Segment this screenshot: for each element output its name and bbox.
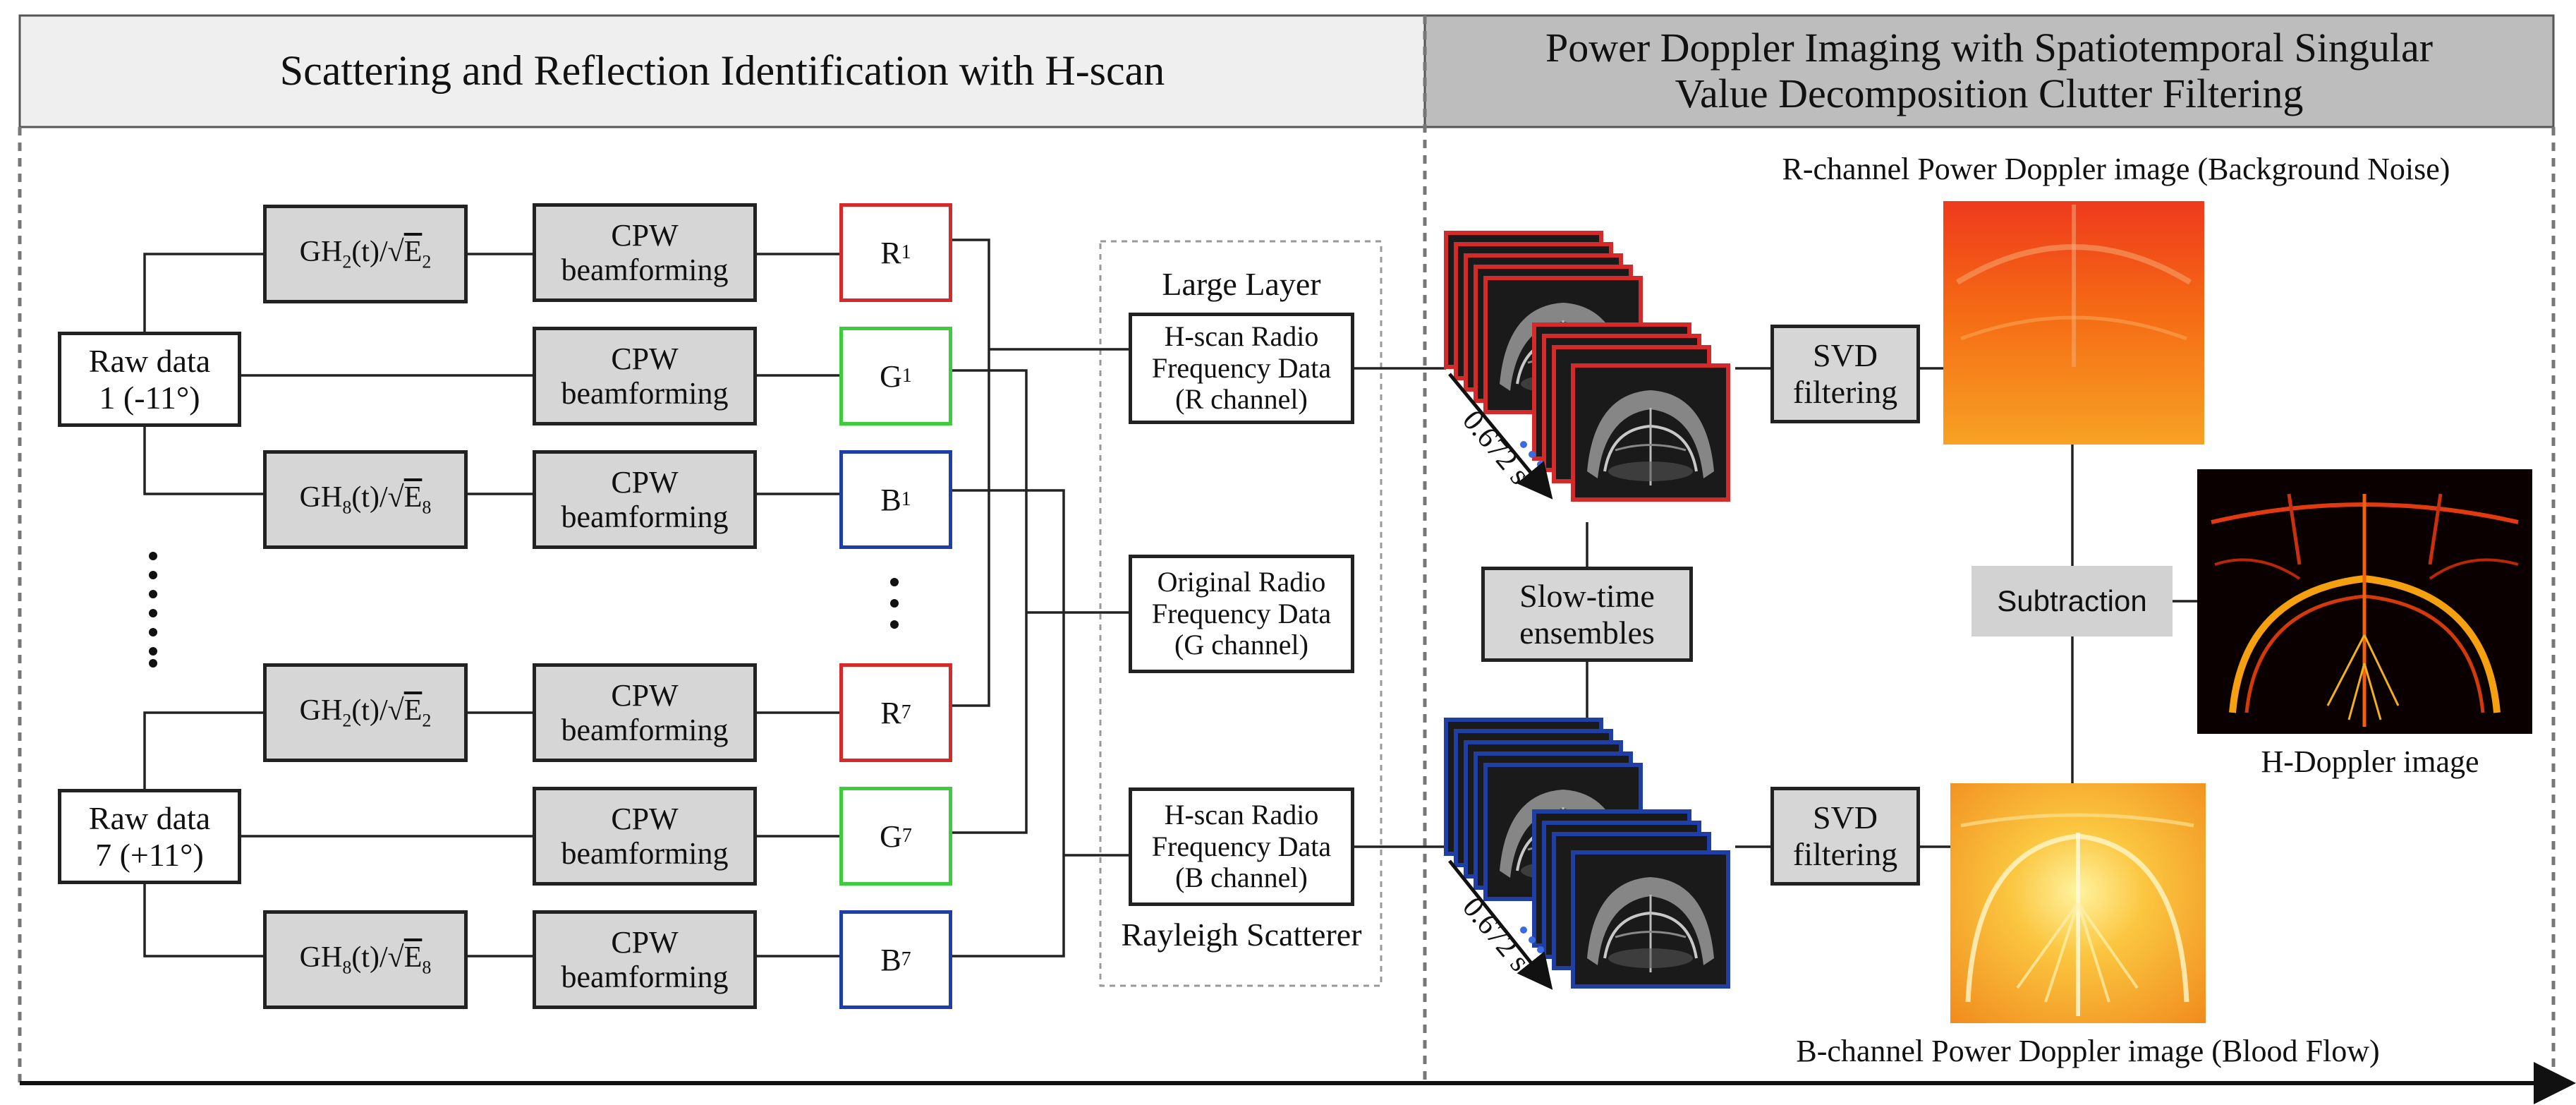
b-power-doppler-caption: B-channel Power Doppler image (Blood Flo…: [1796, 1034, 2380, 1069]
r-power-doppler-caption: R-channel Power Doppler image (Backgroun…: [1782, 152, 2450, 187]
raw-data-1-box: Raw data 1 (-11°): [58, 332, 241, 427]
connector-lines: [143, 238, 2197, 958]
rayleigh-scatterer-label: Rayleigh Scatterer: [1121, 917, 1362, 953]
cpw-beamforming-box-5: CPW beamforming: [533, 787, 757, 886]
raw-data-7-box: Raw data 7 (+11°): [58, 789, 241, 884]
filter-gh2-formula: GH2(t)/√E2: [299, 236, 432, 272]
large-layer-label: Large Layer: [1162, 266, 1321, 303]
left-section-title: Scattering and Reflection Identification…: [279, 47, 1165, 95]
filter-gh8-formula: GH8(t)/√E8: [299, 481, 432, 518]
svd-filtering-box-bottom: SVD filtering: [1770, 787, 1920, 886]
filter-gh8-formula: GH8(t)/√E8: [299, 941, 432, 978]
header-left-bar: [18, 14, 1426, 128]
r-channel-frame-stack: [1444, 231, 1730, 502]
cpw-beamforming-box-2: CPW beamforming: [533, 327, 757, 425]
filter-gh2-formula: GH2(t)/√E2: [299, 694, 432, 731]
h-doppler-caption: H-Doppler image: [2261, 744, 2479, 780]
rf-b-channel-box: H-scan Radio Frequency Data (B channel): [1129, 787, 1354, 906]
subtraction-box: Subtraction: [1972, 566, 2173, 636]
filter-gh8-box-top: GH8(t)/√E8: [263, 450, 468, 549]
cpw-beamforming-box-1: CPW beamforming: [533, 203, 757, 302]
cpw-beamforming-box-6: CPW beamforming: [533, 910, 757, 1009]
filter-gh2-box-top: GH2(t)/√E2: [263, 205, 468, 303]
b-channel-frame-stack: [1444, 718, 1730, 990]
cpw-beamforming-box-4: CPW beamforming: [533, 663, 757, 762]
cpw-beamforming-box-3: CPW beamforming: [533, 450, 757, 549]
h-doppler-image: [2197, 469, 2532, 734]
slow-time-ensembles-box: Slow-time ensembles: [1481, 567, 1693, 662]
header-right-bar: [1423, 14, 2555, 128]
rf-data-panel: [1099, 240, 1383, 987]
rf-r-channel-box: H-scan Radio Frequency Data (R channel): [1129, 313, 1354, 424]
ellipsis-dots: [149, 552, 899, 668]
rf-g-channel-box: Original Radio Frequency Data (G channel…: [1129, 555, 1354, 673]
right-section-title: Power Doppler Imaging with Spatiotempora…: [1545, 25, 2434, 116]
filter-gh2-box-bottom: GH2(t)/√E2: [263, 663, 468, 762]
section-borders: [18, 16, 2556, 1083]
b-channel-power-doppler-image: [1950, 783, 2206, 1023]
svd-filtering-box-top: SVD filtering: [1770, 325, 1920, 423]
r-channel-power-doppler-image: [1943, 201, 2204, 445]
filter-gh8-box-bottom: GH8(t)/√E8: [263, 910, 468, 1009]
